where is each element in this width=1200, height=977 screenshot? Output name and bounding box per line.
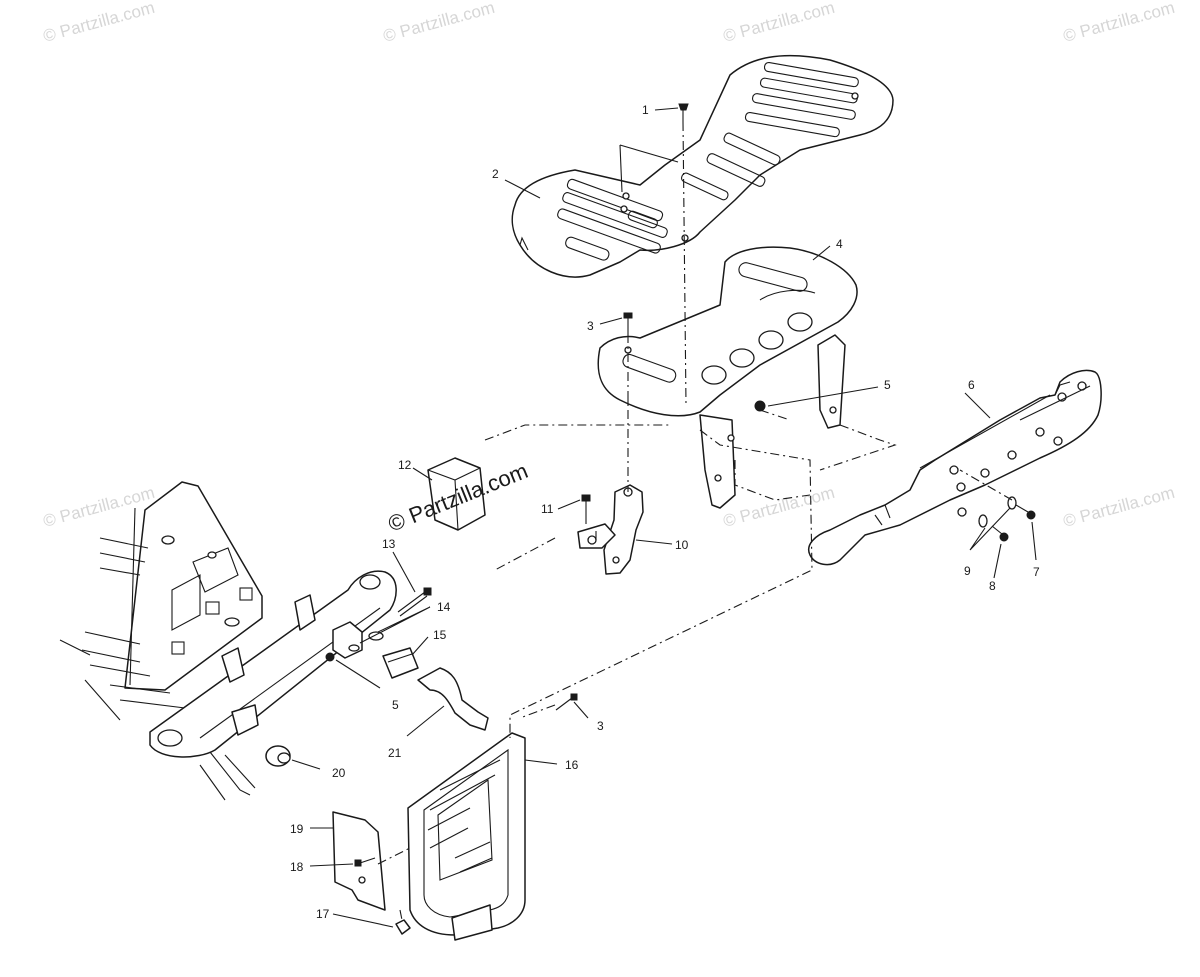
watermark-text: © Partzilla.com <box>1061 0 1177 46</box>
nut-part-5-left <box>325 652 335 662</box>
watermark-text: © Partzilla.com <box>381 0 497 46</box>
watermark-text: © Partzilla.com <box>1061 483 1177 531</box>
rear-rack-part-2 <box>511 54 894 278</box>
bolt-part-8 <box>991 525 1009 542</box>
callout-10: 10 <box>675 538 689 552</box>
callout-1: 1 <box>642 103 649 117</box>
callout-4: 4 <box>836 237 843 251</box>
screw-part-18 <box>354 857 376 867</box>
block-part-12 <box>427 457 486 531</box>
callout-12: 12 <box>398 458 412 472</box>
alignment-lines <box>377 121 1013 921</box>
bolt-part-7 <box>1015 504 1036 520</box>
screw-part-3-top <box>623 312 633 334</box>
callout-21: 21 <box>388 746 402 760</box>
rear-bumper-part-6 <box>808 369 1102 566</box>
screw-part-1 <box>678 103 689 122</box>
callout-6: 6 <box>968 378 975 392</box>
callout-8: 8 <box>989 579 996 593</box>
callout-9: 9 <box>964 564 971 578</box>
callout-7: 7 <box>1033 565 1040 579</box>
bolt-part-11 <box>581 494 591 524</box>
callout-11: 11 <box>541 502 554 516</box>
nut-part-5-right <box>754 400 766 412</box>
callout-18: 18 <box>290 860 304 874</box>
callout-2: 2 <box>492 167 499 181</box>
callout-19: 19 <box>290 822 304 836</box>
spacer-part-15 <box>382 647 419 679</box>
callout-5b: 5 <box>392 698 399 712</box>
frame-assembly <box>59 481 397 801</box>
nut-part-17 <box>395 919 411 935</box>
bolt-part-13 <box>397 587 432 617</box>
guard-part-16 <box>407 732 526 941</box>
rack-support-part-4 <box>597 246 858 509</box>
screw-part-3-bottom <box>555 693 578 711</box>
watermark-text: © Partzilla.com <box>721 0 837 46</box>
bracket-part-10 <box>577 484 644 575</box>
callout-15: 15 <box>433 628 447 642</box>
callout-20: 20 <box>332 766 346 780</box>
washer-part-9 <box>978 496 1017 528</box>
callout-3b: 3 <box>597 719 604 733</box>
flange-nut-part-20 <box>265 745 291 767</box>
watermark-text: © Partzilla.com <box>41 0 157 46</box>
leader-lines <box>291 107 1037 928</box>
watermark-text: © Partzilla.com <box>721 483 837 531</box>
callout-13: 13 <box>382 537 396 551</box>
callout-16: 16 <box>565 758 579 772</box>
callout-5: 5 <box>884 378 891 392</box>
callout-labels: 1 2 3 4 5 6 7 8 9 10 11 12 13 14 15 5 21… <box>290 103 1040 921</box>
bushing-part-14 <box>332 621 384 659</box>
callout-14: 14 <box>437 600 451 614</box>
callout-17: 17 <box>316 907 330 921</box>
watermark-text: © Partzilla.com <box>41 483 157 531</box>
callout-3: 3 <box>587 319 594 333</box>
tube-part-21 <box>417 667 489 731</box>
